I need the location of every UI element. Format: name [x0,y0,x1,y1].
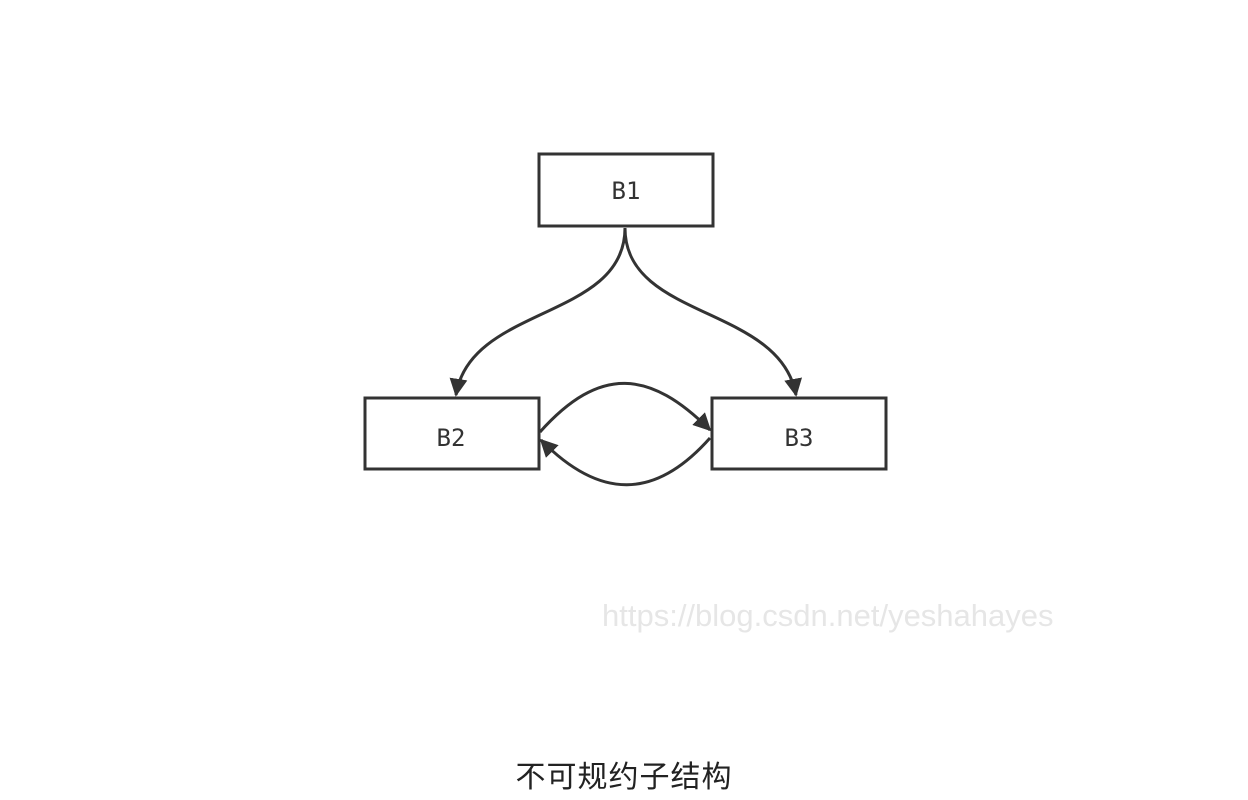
edge-b2-to-b3 [538,381,712,434]
edge-b1-to-b2 [449,227,627,397]
node-b2-label: B2 [437,424,466,452]
watermark-text: https://blog.csdn.net/yeshahayes [602,598,1054,633]
edge-b1-to-b3 [623,227,802,397]
edge-b3-to-b2 [539,437,712,487]
node-b2: B2 [363,396,541,471]
figure-caption: 不可规约子结构 [515,760,733,795]
node-b3: B3 [710,396,888,471]
node-b1-label: B1 [612,177,641,205]
node-b3-label: B3 [785,424,814,452]
node-b1: B1 [537,152,715,228]
